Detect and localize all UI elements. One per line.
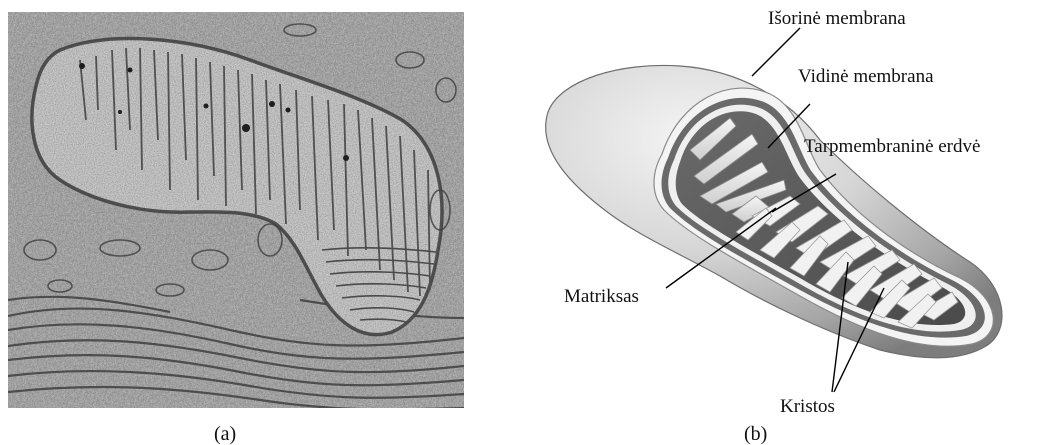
panel-label-b: (b) (744, 423, 767, 445)
leader-outer-membrane (752, 28, 800, 76)
label-cristae: Kristos (780, 396, 835, 417)
label-intermembrane-space: Tarpmembraninė erdvė (804, 136, 980, 157)
label-outer-membrane: Išorinė membrana (768, 8, 906, 29)
label-matrix: Matriksas (564, 286, 639, 307)
label-inner-membrane: Vidinė membrana (798, 66, 934, 87)
micrograph-panel (8, 12, 464, 410)
panel-label-a: (a) (214, 423, 236, 445)
